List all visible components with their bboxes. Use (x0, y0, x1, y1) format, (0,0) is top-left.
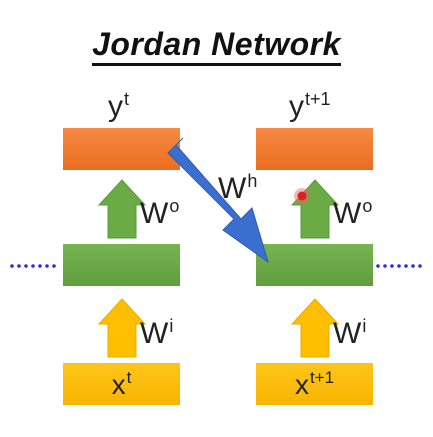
label-w-o-right: Wo (333, 196, 373, 230)
label-w-i-right: Wi (333, 316, 367, 350)
output-box-t (63, 128, 180, 170)
diagram-title: Jordan Network (0, 26, 433, 66)
output-box-t1 (256, 128, 373, 170)
input-box-t (63, 363, 180, 405)
up-arrow-wo-left (97, 179, 147, 239)
up-arrow-wi-right (290, 298, 340, 358)
hidden-box-t (63, 244, 180, 286)
label-y-t1: yt+1 (289, 89, 331, 123)
hidden-box-t1 (256, 244, 373, 286)
label-x-t: xt (111, 368, 132, 400)
label-w-i-left: Wi (140, 316, 174, 350)
up-arrow-wi-left (97, 298, 147, 358)
recurrent-arrow-wh (167, 137, 269, 264)
dotted-line-icon (10, 264, 56, 268)
input-box-t1 (256, 363, 373, 405)
dotted-line-icon (376, 264, 422, 268)
label-w-h: Wh (218, 171, 258, 205)
label-y-t: yt (108, 89, 130, 123)
label-w-o-left: Wo (140, 196, 180, 230)
cursor-dot-icon (294, 188, 310, 204)
label-x-t1: xt+1 (294, 368, 335, 400)
